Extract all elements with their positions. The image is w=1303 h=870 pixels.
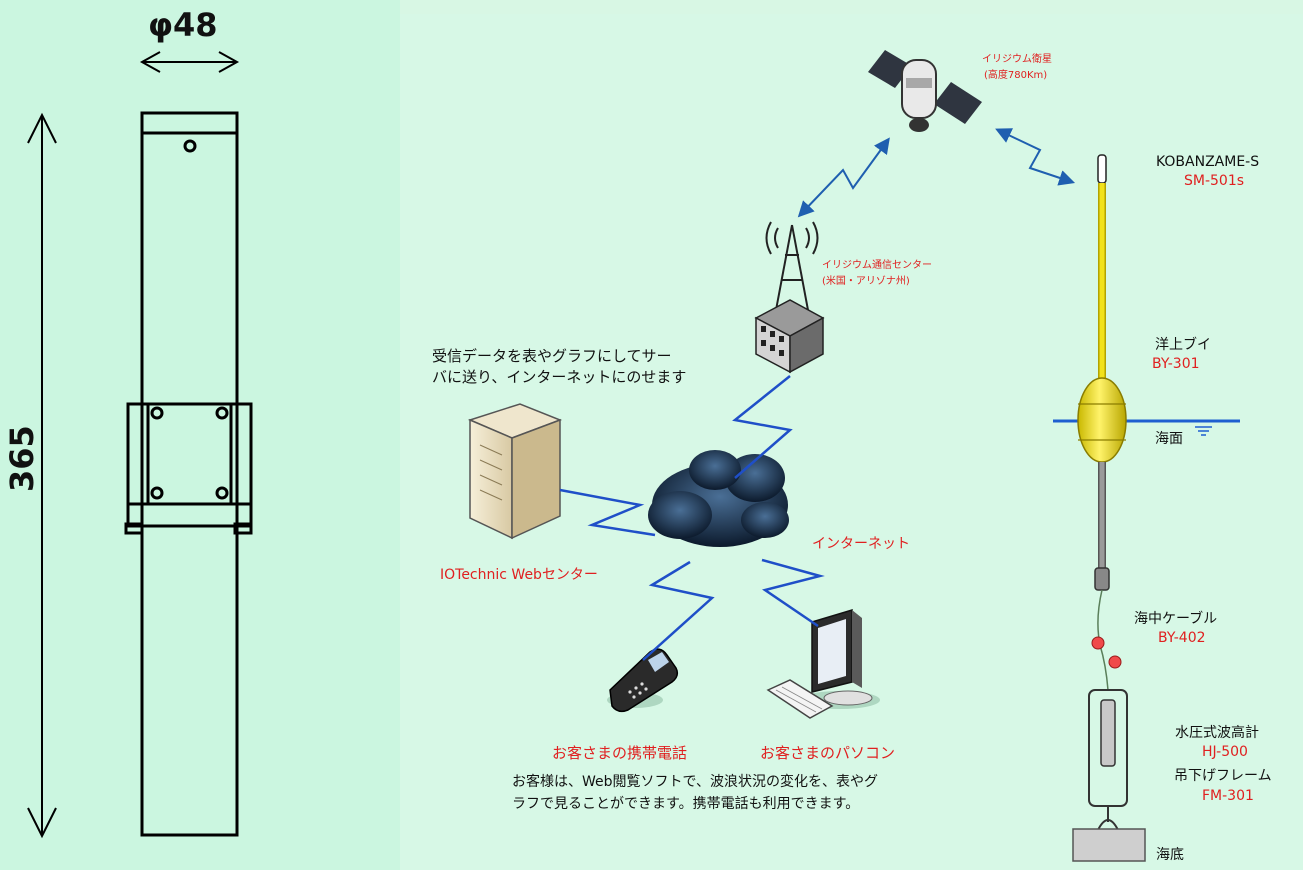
- cable-model-label: BY-402: [1158, 630, 1206, 646]
- buoy-body: [1077, 377, 1127, 591]
- sea-surface-label: 海面: [1155, 431, 1183, 447]
- internet-label: インターネット: [812, 536, 910, 552]
- server-note-line-1: 受信データを表やグラフにしてサー: [432, 347, 672, 365]
- underwater-cable: [1091, 589, 1122, 691]
- buoy-model-label: BY-301: [1152, 356, 1200, 372]
- network-links: [559, 375, 825, 661]
- kobanzame-name-label: KOBANZAME-S: [1156, 154, 1260, 170]
- mobile-phone-icon: [607, 648, 679, 713]
- dimension-panel: [0, 0, 400, 870]
- satellite-altitude-label: (高度780Km): [984, 70, 1048, 81]
- mounting-holes: [150, 139, 229, 500]
- length-label: 365: [3, 425, 41, 492]
- satellite-icon: [868, 50, 982, 132]
- server-icon: [467, 403, 563, 540]
- satellite-links: [797, 128, 1076, 218]
- cable-name-label: 海中ケーブル: [1134, 611, 1218, 627]
- customer-note-line-2: ラフで見ることができます。携帯電話も利用できます。: [512, 796, 860, 812]
- satellite-name-label: イリジウム衛星: [982, 54, 1052, 65]
- gauge-name-label: 水圧式波高計: [1175, 725, 1259, 741]
- seabed-label: 海底: [1156, 847, 1184, 863]
- gauge-model-label: HJ-500: [1202, 744, 1248, 760]
- phone-label: お客さまの携帯電話: [552, 744, 688, 762]
- kobanzame-unit: [1097, 154, 1107, 385]
- diameter-arrow: [139, 51, 240, 73]
- sensor-outline: [124, 111, 253, 837]
- building-icon: [754, 299, 825, 374]
- web-center-label: IOTechnic Webセンター: [440, 567, 598, 583]
- server-note-line-2: バに送り、インターネットにのせます: [432, 368, 687, 386]
- seabed-weight: [1072, 828, 1146, 862]
- pc-label: お客さまのパソコン: [760, 744, 896, 762]
- diameter-label: φ48: [148, 6, 218, 44]
- pc-icon: [766, 608, 880, 719]
- buoy-name-label: 洋上ブイ: [1155, 337, 1211, 353]
- frame-model-label: FM-301: [1202, 788, 1254, 804]
- customer-note-line-1: お客様は、Web閲覧ソフトで、波浪状況の変化を、表やグ: [512, 774, 878, 790]
- frame-name-label: 吊下げフレーム: [1174, 768, 1272, 784]
- length-arrow: [27, 112, 57, 839]
- tower-icon: [765, 221, 819, 311]
- kobanzame-model-label: SM-501s: [1184, 173, 1245, 189]
- ground-station-location-label: (米国・アリゾナ州): [822, 276, 910, 287]
- ground-station-label: イリジウム通信センター: [822, 260, 932, 271]
- wave-gauge-frame: [1088, 689, 1128, 831]
- internet-cloud-icon: [648, 450, 789, 547]
